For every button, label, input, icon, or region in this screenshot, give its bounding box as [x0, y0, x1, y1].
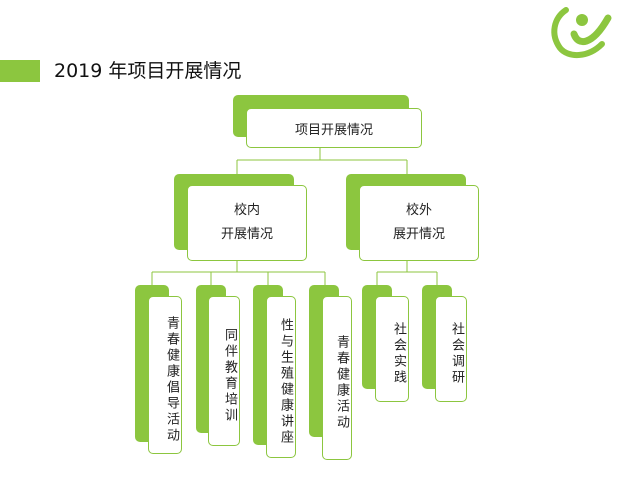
title-accent-bar — [0, 60, 40, 82]
branch-campus-line1: 校内 — [233, 203, 260, 218]
leaf-label: 青春健康倡导活动 — [164, 316, 179, 444]
logo-icon — [551, 7, 612, 58]
branch-campus-line2: 开展情况 — [220, 227, 273, 242]
leaf-label: 青春健康活动 — [334, 335, 349, 431]
branch-node-campus: 校内 开展情况 — [187, 185, 307, 261]
branch-offcampus-line1: 校外 — [405, 203, 432, 218]
leaf-label: 社会实践 — [391, 322, 406, 386]
page-title: 2019 年项目开展情况 — [54, 60, 242, 82]
root-node-label: 项目开展情况 — [294, 122, 373, 138]
leaf-node-social-practice: 社会实践 — [375, 296, 409, 402]
leaf-node-peer-education: 同伴教育培训 — [208, 296, 240, 446]
leaf-label: 同伴教育培训 — [222, 328, 237, 424]
root-node: 项目开展情况 — [246, 108, 422, 148]
branch-node-offcampus: 校外 展开情况 — [359, 185, 479, 261]
leaf-node-youth-health-activities: 青春健康活动 — [322, 296, 352, 460]
leaf-label: 社会调研 — [449, 322, 464, 386]
leaf-node-health-advocacy: 青春健康倡导活动 — [148, 296, 182, 454]
leaf-node-social-research: 社会调研 — [435, 296, 467, 402]
branch-offcampus-line2: 展开情况 — [392, 227, 445, 242]
leaf-label: 性与生殖健康讲座 — [278, 318, 293, 446]
leaf-node-reproductive-health: 性与生殖健康讲座 — [266, 296, 296, 458]
